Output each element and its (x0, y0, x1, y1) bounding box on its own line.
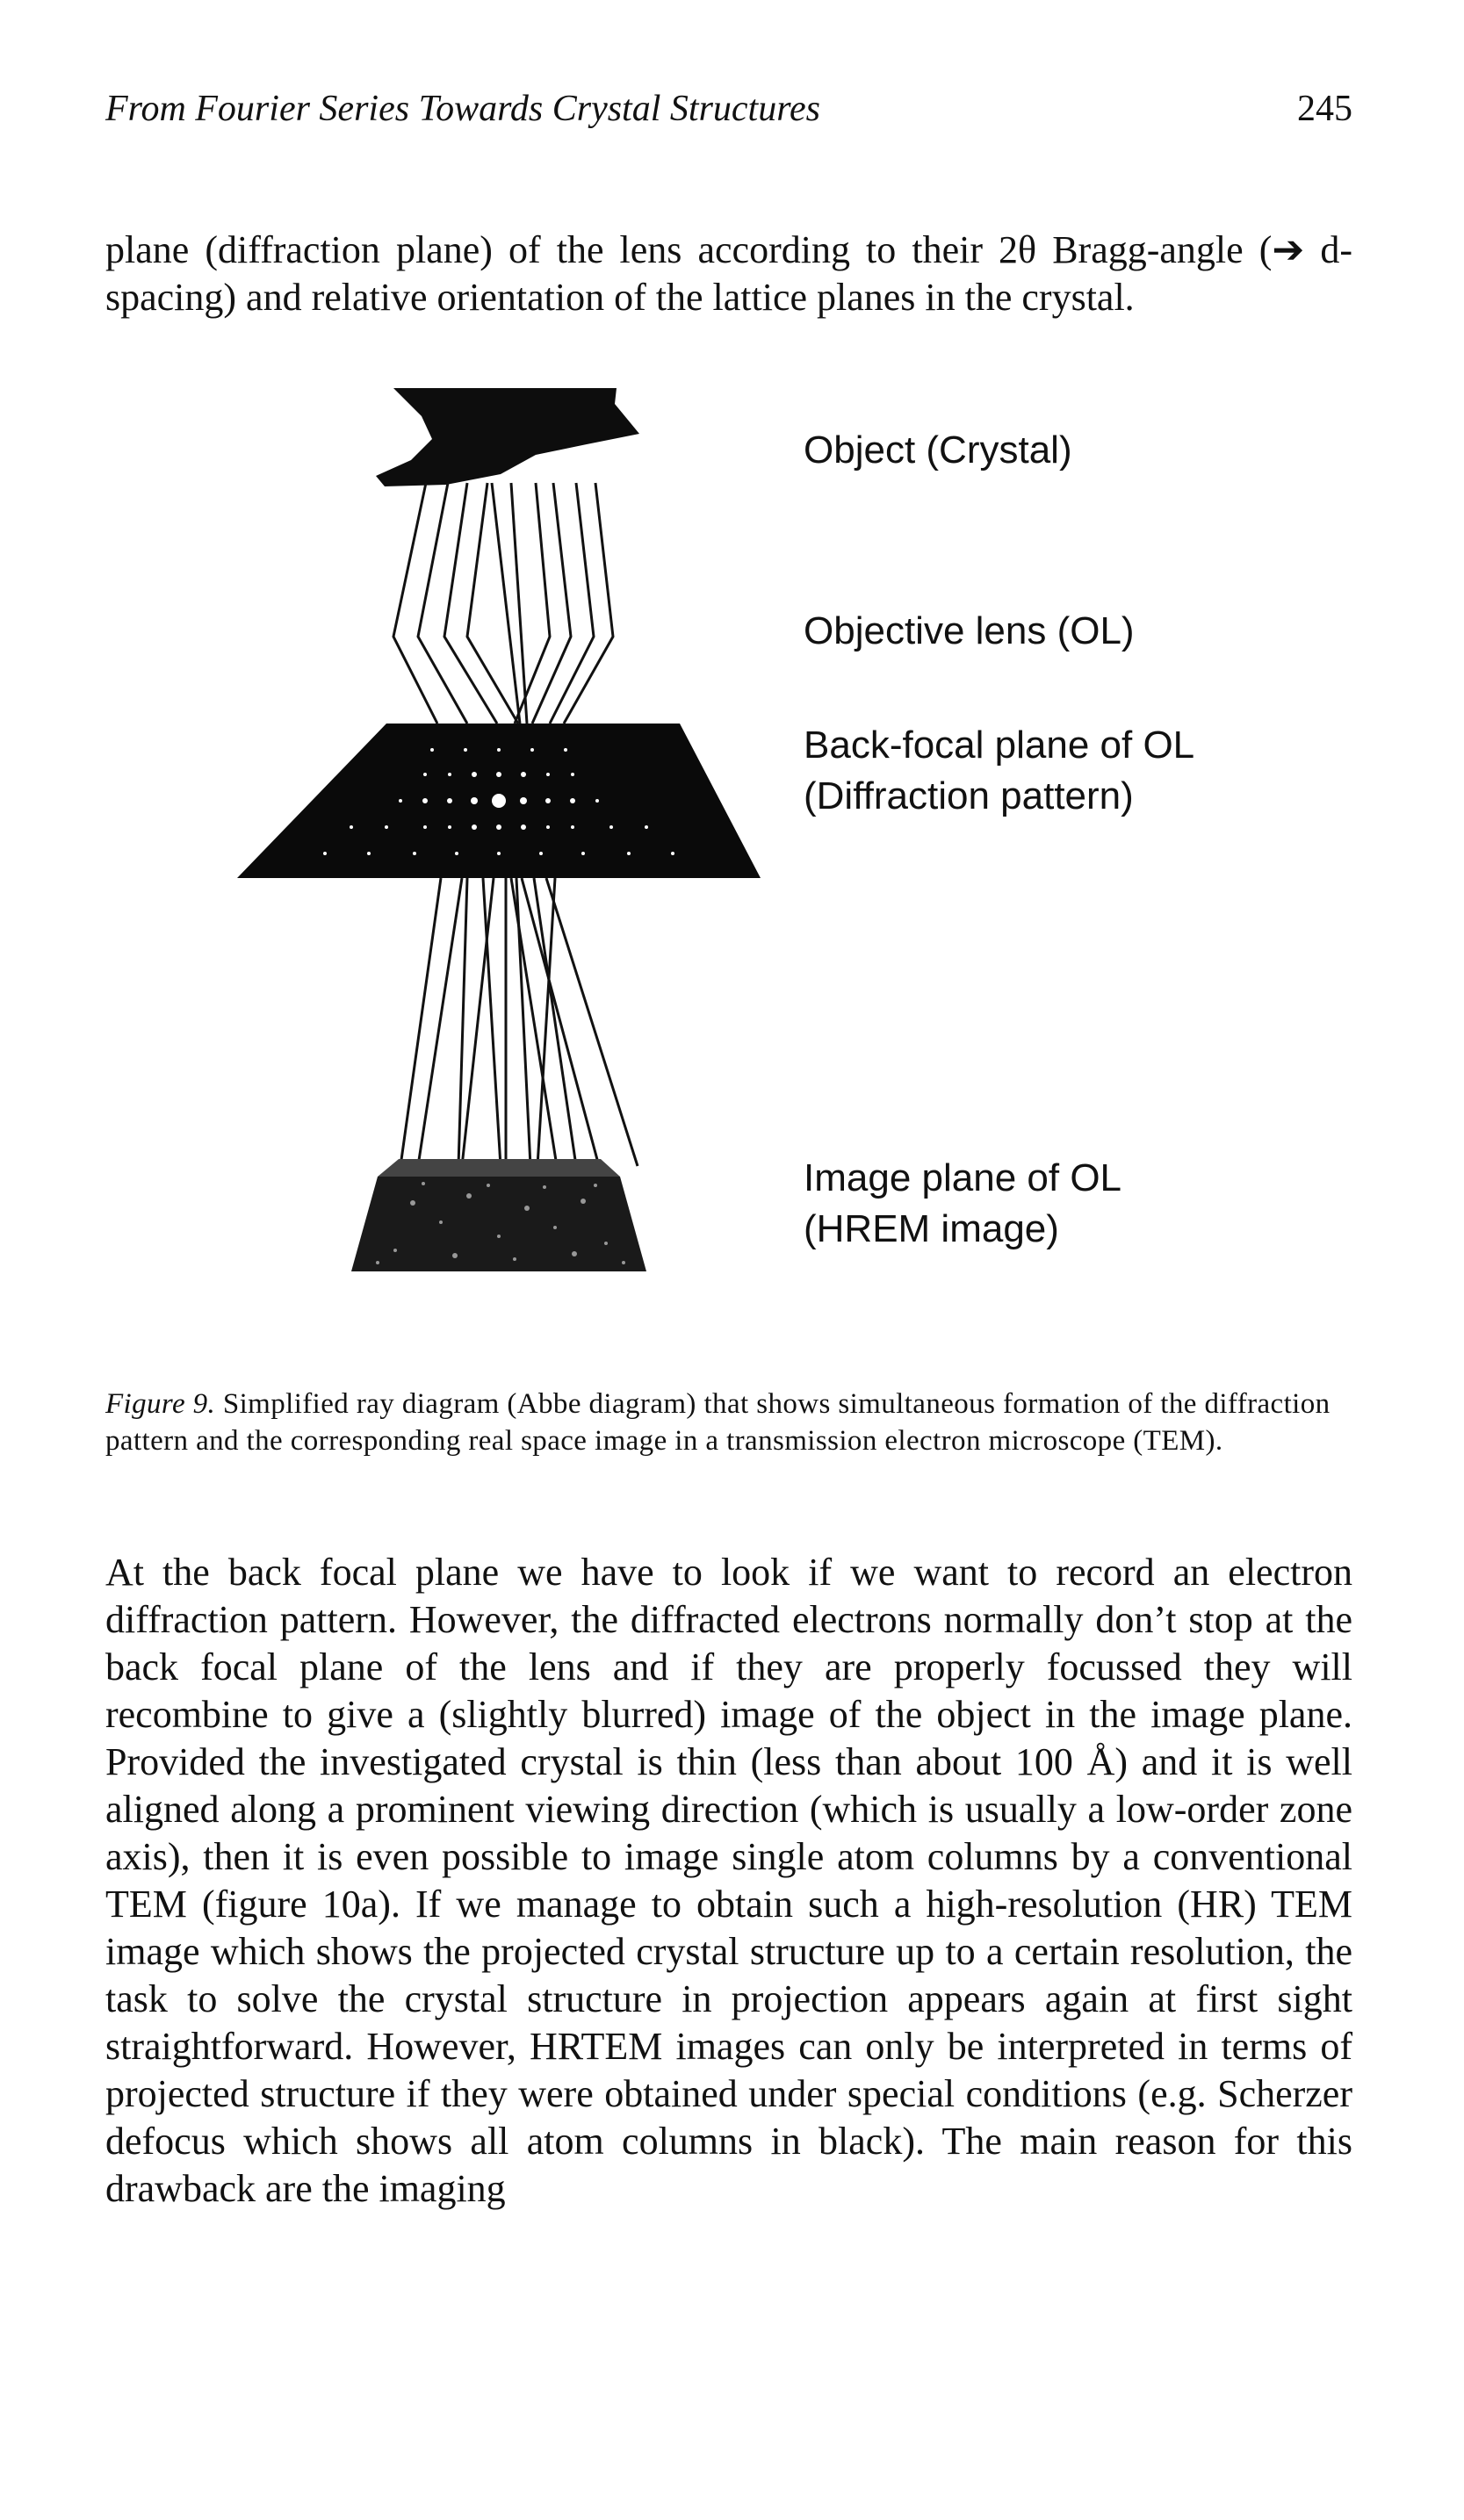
label-object: Object (Crystal) (804, 428, 1072, 472)
intro-paragraph: plane (diffraction plane) of the lens ac… (105, 228, 1352, 319)
caption-text: Simplified ray diagram (Abbe diagram) th… (105, 1388, 1331, 1457)
image-plane (351, 1177, 646, 1271)
label-image-plane: Image plane of OL (HREM image) (804, 1153, 1121, 1255)
abbe-diagram-figure: Object (Crystal) Objective lens (OL) Bac… (237, 369, 1221, 1343)
image-plane-top-edge (378, 1159, 620, 1177)
crystal-object (376, 388, 639, 486)
label-back-focal-plane: Back-focal plane of OL (Diffraction patt… (804, 720, 1194, 822)
caption-lead: Figure 9. (105, 1388, 216, 1420)
page-number: 245 (1297, 89, 1352, 129)
rays-lower (399, 877, 639, 1167)
label-objective-lens: Objective lens (OL) (804, 609, 1135, 652)
running-title: From Fourier Series Towards Crystal Stru… (105, 89, 820, 129)
diffraction-spots (323, 748, 674, 855)
hrem-speckle (376, 1182, 625, 1264)
abbe-ray-diagram (237, 388, 761, 1271)
body-paragraph: At the back focal plane we have to look … (105, 1551, 1352, 2210)
label-image-line2: (HREM image) (804, 1207, 1059, 1250)
rays-upper (392, 482, 615, 724)
label-image-line1: Image plane of OL (804, 1156, 1122, 1199)
label-back-focal-line1: Back-focal plane of OL (804, 724, 1195, 767)
label-back-focal-line2: (Diffraction pattern) (804, 774, 1134, 817)
running-header: From Fourier Series Towards Crystal Stru… (105, 88, 1352, 140)
figure-caption: Figure 9. Simplified ray diagram (Abbe d… (105, 1386, 1352, 1459)
